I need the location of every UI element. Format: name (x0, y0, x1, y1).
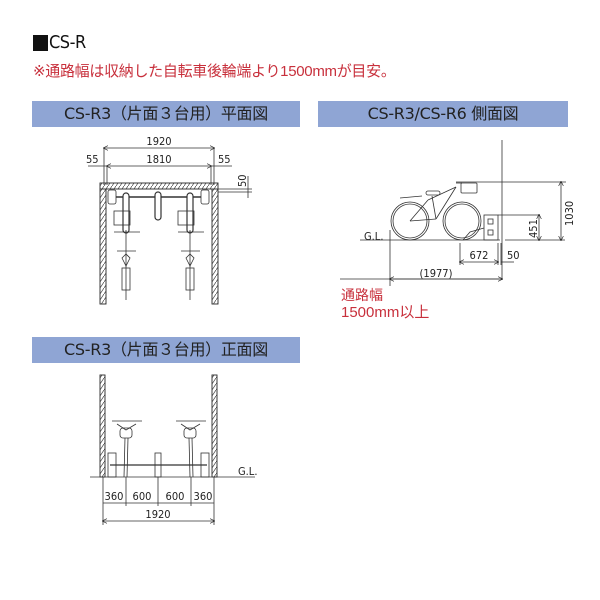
dim-left-margin: 55 (86, 153, 99, 166)
aisle-label: 通路幅 (341, 287, 383, 303)
dim-front-overall: 1920 (145, 508, 170, 521)
aisle-value: 1500mm以上 (341, 304, 430, 321)
ground-label-front: G.L. (238, 465, 257, 478)
dim-overall-width: 1920 (146, 135, 171, 148)
aisle-note: ※通路幅は収納した自転車後輪端より1500mmが目安。 (33, 63, 396, 80)
side-view-header: CS-R3/CS-R6 側面図 (318, 101, 568, 127)
dim-front-seg1: 360 (105, 490, 124, 503)
front-view-header: CS-R3（片面３台用）正面図 (32, 337, 300, 363)
plan-view-header: CS-R3（片面３台用）平面図 (32, 101, 300, 127)
dim-front-seg2: 600 (133, 490, 152, 503)
dim-front-seg3: 600 (166, 490, 185, 503)
ground-label-side: G.L. (364, 230, 383, 243)
aisle-width-callout: 通路幅 1500mm以上 (341, 287, 429, 321)
dim-offset: 50 (507, 249, 520, 262)
page-title: CS-R (33, 32, 86, 53)
dim-right-margin: 55 (218, 153, 231, 166)
front-view-drawing (90, 374, 255, 525)
square-bullet-icon (33, 34, 48, 51)
side-view-drawing (340, 140, 566, 286)
dim-depth: 50 (236, 174, 249, 187)
dim-rack-height: 451 (527, 219, 540, 238)
dim-inner-width: 1810 (146, 153, 171, 166)
dim-front-seg4: 360 (194, 490, 213, 503)
dim-bike-length: (1977) (420, 267, 453, 280)
plan-view-drawing (88, 148, 252, 305)
dim-rack-depth: 672 (470, 249, 489, 262)
dim-total-height: 1030 (563, 201, 576, 226)
